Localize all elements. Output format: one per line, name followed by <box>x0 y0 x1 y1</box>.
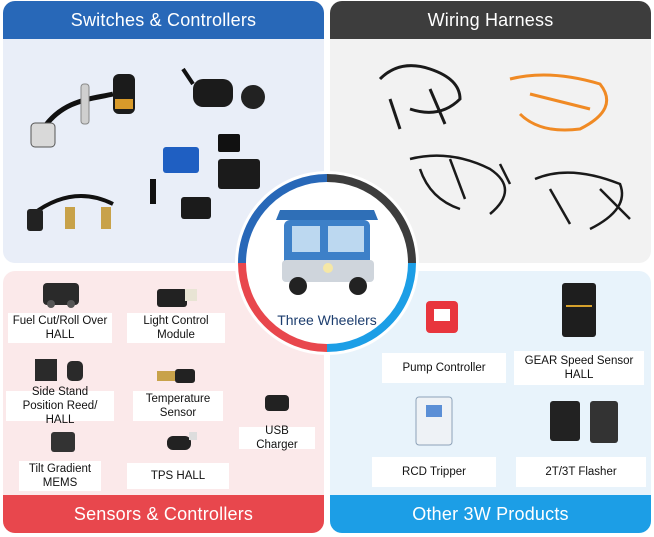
sensor-label-light-control: Light Control Module <box>127 313 225 343</box>
sensors-controllers-header: Sensors & Controllers <box>3 495 324 533</box>
relay-controller-icon <box>150 134 260 219</box>
wiring-harness-illustration <box>378 64 631 231</box>
center-title: Three Wheelers <box>277 312 377 328</box>
other-products-header: Other 3W Products <box>330 495 651 533</box>
chassis-harness-icon <box>534 171 631 231</box>
orange-harness-icon <box>509 73 609 132</box>
side-stand-sensor-icon <box>35 359 83 381</box>
center-ring <box>235 171 419 355</box>
sensor-label-tilt-gradient: Tilt Gradient MEMS <box>19 461 101 491</box>
tps-sensor-icon <box>167 432 197 450</box>
product-label-rcd-tripper: RCD Tripper <box>372 457 496 487</box>
wiring-harness-header: Wiring Harness <box>330 1 651 39</box>
sensor-label-usb-charger: USB Charger <box>239 425 315 451</box>
temperature-sensor-icon <box>157 369 195 383</box>
black-harness-icon <box>378 64 462 130</box>
sensor-label-side-stand: Side Stand Position Reed/ HALL <box>6 386 114 426</box>
handlebar-switch-icon <box>30 74 135 148</box>
three-wheeler-icon <box>276 210 378 295</box>
usb-charger-icon <box>265 395 289 411</box>
rcd-tripper-icon <box>415 396 453 446</box>
product-label-gear-speed: GEAR Speed Sensor HALL <box>514 351 644 385</box>
charging-socket-icon <box>181 67 265 109</box>
tilt-sensor-icon <box>51 432 75 452</box>
engine-harness-icon <box>409 154 512 215</box>
gear-speed-sensor-icon <box>562 283 596 337</box>
switches-controllers-panel: Switches & Controllers <box>3 1 324 263</box>
fuel-cut-sensor-icon <box>43 283 79 308</box>
sensor-label-tps-hall: TPS HALL <box>127 463 229 489</box>
switch-products-illustration <box>27 67 265 231</box>
sensor-label-fuel-cut: Fuel Cut/Roll Over HALL <box>8 313 112 343</box>
sensor-harness-icon <box>27 194 114 231</box>
product-label-pump-controller: Pump Controller <box>382 353 506 383</box>
sensor-label-temperature: Temperature Sensor <box>133 391 223 421</box>
switches-controllers-header: Switches & Controllers <box>3 1 324 39</box>
light-control-module-icon <box>157 289 197 307</box>
product-label-flasher: 2T/3T Flasher <box>516 457 646 487</box>
pump-controller-icon <box>426 301 458 333</box>
flasher-icon <box>550 401 618 443</box>
